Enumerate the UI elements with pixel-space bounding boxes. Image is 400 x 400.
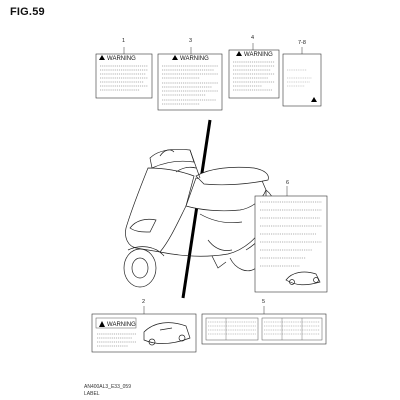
callout-1: 1 bbox=[122, 38, 126, 44]
label-3-border bbox=[157, 53, 223, 111]
label-6[interactable] bbox=[254, 186, 328, 293]
label-5-table-lines bbox=[208, 321, 320, 335]
diagram-code: AN400AL3_E33_059 bbox=[84, 384, 131, 390]
callout-5: 5 bbox=[262, 299, 266, 305]
label-3[interactable]: WARNING bbox=[157, 47, 223, 111]
label-4-warning-text: WARNING bbox=[244, 52, 273, 58]
label-2-illustration bbox=[143, 322, 191, 346]
label-7-8[interactable] bbox=[282, 47, 322, 107]
warning-triangle-icon bbox=[311, 97, 317, 102]
label-3-text-lines bbox=[162, 65, 218, 105]
label-4[interactable]: WARNING bbox=[228, 43, 280, 99]
label-2-warning-text: WARNING bbox=[107, 322, 136, 328]
scooter-drawing bbox=[123, 148, 276, 288]
warning-triangle-icon bbox=[99, 55, 105, 60]
figure-title: FIG.59 bbox=[10, 6, 45, 18]
label-4-warning-header: WARNING bbox=[236, 51, 273, 58]
label-1-warning-text: WARNING bbox=[107, 56, 136, 62]
callout-4: 4 bbox=[251, 35, 255, 41]
label-6-border bbox=[254, 195, 328, 293]
separator-line bbox=[181, 119, 212, 299]
label-6-text-lines bbox=[260, 201, 322, 267]
callout-2: 2 bbox=[142, 299, 146, 305]
label-4-text-lines bbox=[233, 61, 275, 91]
label-1-warning-header: WARNING bbox=[99, 55, 136, 62]
label-5-table-grid bbox=[225, 318, 303, 340]
label-7-8-text-lines bbox=[287, 69, 312, 87]
label-6-illustration bbox=[285, 271, 321, 286]
label-7-8-border bbox=[282, 53, 322, 107]
label-1-border bbox=[95, 53, 153, 99]
label-1-text-lines bbox=[100, 65, 148, 91]
warning-triangle-icon bbox=[236, 51, 242, 56]
callout-3: 3 bbox=[189, 38, 193, 44]
label-2-text-lines bbox=[97, 333, 136, 347]
callout-7-8: 7-8 bbox=[298, 40, 306, 46]
label-3-warning-header: WARNING bbox=[172, 55, 209, 62]
label-2[interactable]: WARNING bbox=[91, 306, 197, 353]
warning-triangle-icon bbox=[172, 55, 178, 60]
callout-6: 6 bbox=[286, 180, 290, 186]
diagram-caption: LABEL bbox=[84, 391, 100, 397]
label-1[interactable]: WARNING bbox=[95, 47, 153, 99]
label-3-warning-text: WARNING bbox=[180, 56, 209, 62]
label-5[interactable] bbox=[201, 306, 327, 345]
warning-triangle-icon bbox=[99, 321, 105, 327]
